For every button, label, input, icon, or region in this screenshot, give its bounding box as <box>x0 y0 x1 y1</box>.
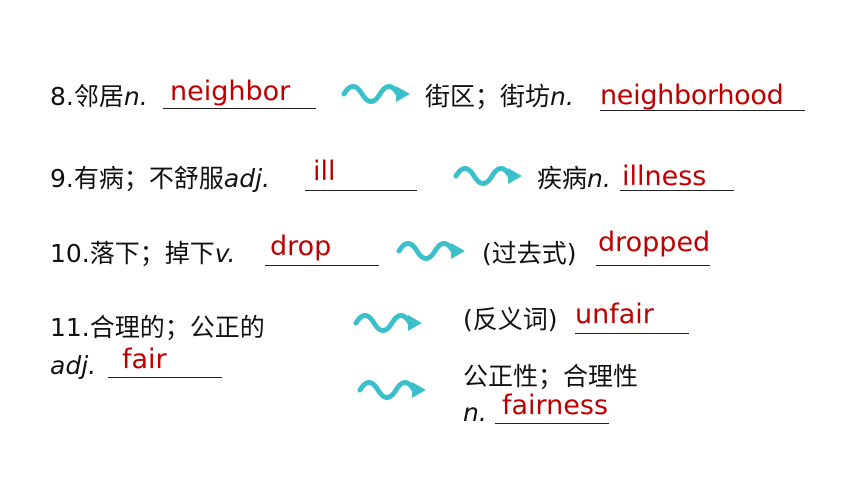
item-11-answer: fair <box>122 344 167 375</box>
item-11-noun-pos-line: n. <box>463 398 487 428</box>
item-11-antonym-prompt: (反义词) <box>463 305 558 335</box>
item-11-noun-blank[interactable] <box>495 423 609 424</box>
item-9-derived-prompt: 疾病n. <box>537 164 611 194</box>
item-11-noun-answer: fairness <box>502 390 609 421</box>
item-9-prompt: 9.有病；不舒服adj. <box>50 164 270 194</box>
item-11-antonym-chinese: (反义词) <box>463 305 558 334</box>
item-9-pos: adj. <box>223 164 270 193</box>
item-10-derived-prompt: (过去式) <box>482 239 577 269</box>
item-8-blank[interactable] <box>163 108 316 109</box>
item-11-pos: adj. <box>50 351 97 380</box>
item-10-derived-answer: dropped <box>598 227 711 258</box>
item-10-pos: v. <box>214 239 236 268</box>
item-11-prompt: 11.合理的；公正的 <box>50 313 265 343</box>
wavy-arrow-icon <box>356 376 430 404</box>
wavy-arrow-icon <box>452 162 526 190</box>
item-9-derived-pos: n. <box>587 164 611 193</box>
item-11-number: 11. <box>50 313 90 342</box>
item-10-chinese: 落下；掉下 <box>89 239 215 268</box>
item-8-number: 8. <box>50 82 74 111</box>
item-9-derived-chinese: 疾病 <box>537 164 588 193</box>
item-9-blank[interactable] <box>305 190 417 191</box>
item-8-derived-blank[interactable] <box>600 110 805 111</box>
item-10-answer: drop <box>270 231 332 262</box>
item-10-number: 10. <box>50 239 90 268</box>
item-10-blank[interactable] <box>265 265 379 266</box>
item-8-derived-prompt: 街区；街坊n. <box>425 82 574 112</box>
item-11-antonym-answer: unfair <box>575 299 654 330</box>
wavy-arrow-icon <box>395 237 469 265</box>
item-11-noun-prompt: 公正性；合理性 <box>463 362 638 392</box>
item-8-derived-chinese: 街区；街坊 <box>425 82 551 111</box>
item-11-noun-pos: n. <box>463 398 487 427</box>
item-8-prompt: 8.邻居n. <box>50 82 148 112</box>
item-9-derived-answer: illness <box>622 161 707 192</box>
wavy-arrow-icon <box>340 80 414 108</box>
item-8-derived-answer: neighborhood <box>600 80 784 111</box>
item-10-derived-blank[interactable] <box>596 265 710 266</box>
item-11-noun-chinese: 公正性；合理性 <box>463 362 639 391</box>
item-9-answer: ill <box>313 156 336 187</box>
item-8-answer: neighbor <box>170 76 291 107</box>
item-11-antonym-blank[interactable] <box>575 333 689 334</box>
item-8-chinese: 邻居 <box>73 82 124 111</box>
item-9-chinese: 有病；不舒服 <box>73 164 224 193</box>
wavy-arrow-icon <box>352 309 426 337</box>
item-11-blank[interactable] <box>108 377 222 378</box>
item-8-pos: n. <box>123 82 148 111</box>
item-11-pos-line: adj. <box>50 351 96 381</box>
item-9-number: 9. <box>50 164 74 193</box>
item-10-derived-chinese: (过去式) <box>482 239 577 268</box>
item-10-prompt: 10.落下；掉下v. <box>50 239 235 269</box>
item-8-derived-pos: n. <box>550 82 574 111</box>
item-9-derived-blank[interactable] <box>620 190 734 191</box>
item-11-chinese: 合理的；公正的 <box>89 313 265 342</box>
